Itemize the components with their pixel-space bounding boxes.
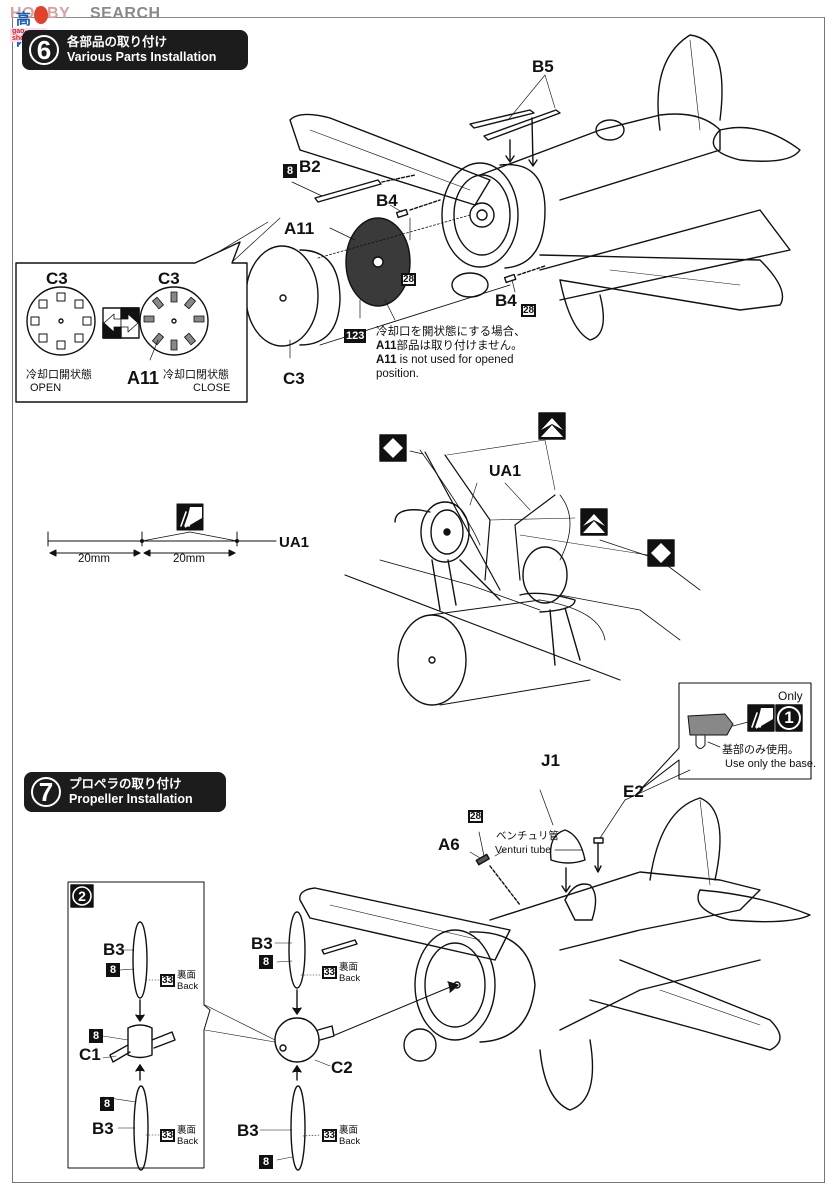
alternative-arrows-icon [103, 308, 139, 338]
option-bottom-back-jp: 裏面 [177, 1125, 197, 1136]
prop-main-bottom-paint: 8 [259, 1155, 273, 1169]
prop-main-bottom-blade: B3 [237, 1121, 259, 1140]
venturi-jp: ベンチュリ管 [496, 830, 559, 842]
part-label-b4-bottom: B4 [495, 291, 517, 310]
rigging-label-ua1: UA1 [489, 463, 522, 480]
option-top-blade: B3 [103, 940, 125, 959]
paint-code-b4-top: 28 [401, 273, 417, 286]
part-label-e2: E2 [623, 782, 644, 801]
inset-label-c3-open: C3 [46, 269, 68, 288]
a11-note-en-part: A11 [376, 354, 397, 366]
antenna-segment-2: 20mm [173, 553, 205, 565]
inset-close-jp: 冷却口閉状態 [163, 369, 229, 381]
paint-code-a6: 28 [468, 810, 484, 823]
step-7-title-jp: プロペラの取り付け [69, 777, 182, 791]
part-label-c3: C3 [283, 369, 305, 388]
propeller-main-drawing [204, 911, 335, 1171]
prop-main-top-paint: 8 [259, 955, 273, 969]
inset-label-c3-close: C3 [158, 269, 180, 288]
step-6-header: 6 各部品の取り付け Various Parts Installation [22, 30, 248, 70]
option-bottom-back-en: Back [177, 1136, 199, 1147]
antenna-segment-1: 20mm [78, 553, 110, 565]
watermark-brand-right: SEARCH [90, 5, 161, 22]
prop-main-top-blade: B3 [251, 934, 273, 953]
paint-code-a11: 123 [344, 329, 367, 343]
step-7-header: 7 プロペラの取り付け Propeller Installation [24, 772, 226, 812]
only-note-en: Use only the base. [725, 758, 817, 770]
cowl-inset-drawing [15, 241, 248, 403]
part-label-b2: B2 [299, 157, 321, 176]
antenna-measure-drawing [47, 503, 277, 557]
diamond-marker-icon [648, 540, 674, 566]
chevron-marker-icon [539, 413, 565, 439]
a11-note-jp-2-rest: 部品は取り付けません。 [396, 340, 523, 352]
stretched-sprue-icon [177, 504, 203, 530]
thumbs-up-logo-icon [34, 6, 48, 24]
a11-usage-note: 冷却口を開状態にする場合、 A11部品は取り付けません。 A11 is not … [376, 325, 526, 381]
only-box-drawing [639, 682, 812, 791]
option-top-back-code: 33 [160, 974, 176, 987]
option-top-back-en: Back [177, 981, 199, 992]
antenna-label-ua1: UA1 [279, 534, 310, 551]
part-label-b4-top: B4 [376, 191, 398, 210]
prop-main-top-back-jp: 裏面 [339, 962, 359, 973]
step-6-title-jp: 各部品の取り付け [67, 35, 168, 49]
only-note-jp: 基部のみ使用。 [722, 744, 799, 756]
prop-main-top-back-en: Back [339, 973, 361, 984]
rigging-marker-icons [379, 412, 675, 567]
landing-gear-drawing [344, 412, 701, 706]
a11-note-jp-1: 冷却口を開状態にする場合、 [376, 326, 526, 338]
inset-open-jp: 冷却口開状態 [26, 369, 92, 381]
inset-close-en: CLOSE [193, 382, 231, 394]
page-border [12, 17, 825, 1183]
option-2-icon: 2 [78, 888, 86, 904]
part-label-j1: J1 [541, 751, 560, 770]
stretched-sprue-icon [748, 705, 774, 731]
aircraft-step7-drawing [299, 769, 811, 1111]
inset-label-a11: A11 [127, 368, 160, 388]
prop-main-bottom-back-code: 33 [322, 1129, 338, 1142]
option-bottom-back-code: 33 [160, 1129, 176, 1142]
propeller-option-drawing [67, 881, 211, 1171]
part-label-c2: C2 [331, 1058, 353, 1077]
option-1-icon: 1 [784, 708, 794, 727]
step-7-number: 7 [31, 777, 61, 807]
a11-note-jp-2-part: A11 [376, 340, 397, 352]
option-hub-label: C1 [79, 1045, 101, 1064]
diamond-marker-icon [380, 435, 406, 461]
prop-main-bottom-back-en: Back [339, 1136, 361, 1147]
prop-main-top-back-code: 33 [322, 966, 338, 979]
inset-open-en: OPEN [30, 382, 62, 394]
step-7-title-en: Propeller Installation [69, 792, 193, 806]
option-top-paint: 8 [106, 963, 120, 977]
venturi-en: Venturi tube [495, 844, 552, 856]
option-top-back-jp: 裏面 [177, 970, 197, 981]
chevron-marker-icon [581, 509, 607, 535]
a11-note-en-rest: is not used for opened [396, 354, 514, 366]
part-label-a6: A6 [438, 835, 460, 854]
only-label: Only [778, 689, 803, 703]
prop-main-bottom-back-jp: 裏面 [339, 1125, 359, 1136]
paint-code-b2: 8 [283, 164, 297, 178]
step-6-number: 6 [29, 35, 59, 65]
a11-note-en-2: position. [376, 368, 419, 380]
paint-code-b4-bottom: 28 [521, 304, 537, 317]
part-label-b5: B5 [532, 57, 554, 76]
option-hub-paint: 8 [89, 1029, 103, 1043]
step-6-title-en: Various Parts Installation [67, 50, 217, 64]
aircraft-step6-drawing [204, 34, 801, 359]
part-label-a11: A11 [284, 219, 315, 238]
option-bottom-blade: B3 [92, 1119, 114, 1138]
option-bottom-paint: 8 [100, 1097, 114, 1111]
